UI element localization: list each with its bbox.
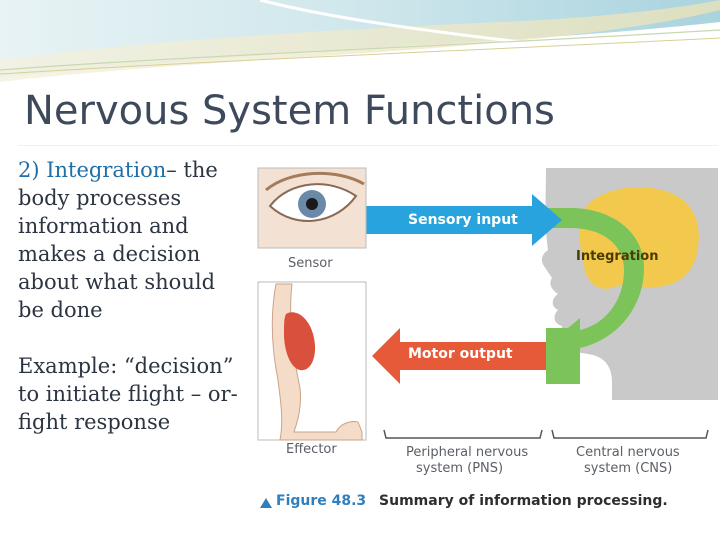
motor-output-arrow <box>372 328 570 384</box>
figure-caption-text: Summary of information processing. <box>379 493 668 509</box>
effector-label: Effector <box>286 442 337 457</box>
paragraph-integration: 2) Integration– the body processes infor… <box>18 156 240 324</box>
figure-illustration <box>257 167 718 508</box>
sensor-label: Sensor <box>288 256 333 271</box>
motor-output-label: Motor output <box>408 346 513 362</box>
paragraph-example: Example: “decision” to initiate flight –… <box>18 354 238 434</box>
pns-bracket <box>383 429 543 439</box>
integration-description: – the body processes information and mak… <box>18 158 218 322</box>
sensory-input-arrow <box>362 194 562 246</box>
integration-term: 2) Integration <box>18 158 167 182</box>
pns-label-line2: system (PNS) <box>416 461 504 476</box>
sensory-input-label: Sensory input <box>408 212 518 228</box>
decorative-header-swoosh <box>0 0 720 82</box>
figure-information-processing: Sensor Effector Sensory input Motor outp… <box>240 150 718 536</box>
slide-title: Nervous System Functions <box>24 88 555 134</box>
integration-arrow <box>546 208 644 348</box>
pns-label-line1: Peripheral nervous <box>406 445 529 460</box>
muscle <box>284 312 316 371</box>
cns-label-line1: Central nervous <box>576 445 680 460</box>
cns-bracket <box>551 429 709 439</box>
figure-caption: Figure 48.3 Summary of information proce… <box>276 493 668 509</box>
brain-shape <box>579 187 699 289</box>
integration-arrow-tail <box>546 328 580 384</box>
caption-triangle-icon <box>260 498 272 508</box>
figure-number: Figure 48.3 <box>276 493 367 509</box>
title-divider <box>18 145 718 146</box>
cns-label-line2: system (CNS) <box>584 461 673 476</box>
pupil <box>306 198 318 210</box>
integration-label: Integration <box>576 249 659 264</box>
body-text: 2) Integration– the body processes infor… <box>18 156 240 436</box>
